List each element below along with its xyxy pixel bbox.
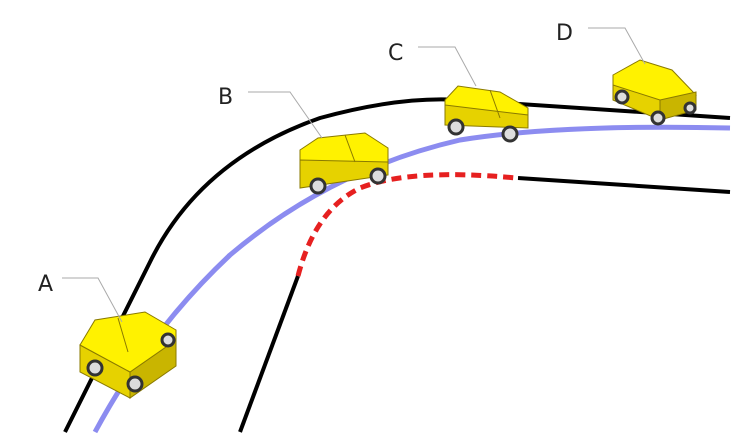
lane-divider-dashed: [295, 172, 517, 277]
leader-b: [248, 91, 323, 139]
car-c: [444, 85, 529, 143]
leader-a: [62, 277, 123, 323]
label-b: B: [218, 85, 233, 110]
outer-road-edge: [63, 97, 731, 433]
car-b: [299, 132, 389, 195]
car-d: [612, 59, 697, 126]
label-c: C: [388, 41, 403, 66]
vehicle-path: [92, 124, 731, 434]
leader-c: [418, 46, 477, 87]
car-a: [79, 311, 177, 399]
label-a: A: [38, 272, 53, 297]
inner-road-edge-lower: [238, 275, 300, 433]
label-d: D: [556, 21, 573, 46]
leader-d: [588, 27, 646, 65]
inner-road-edge-upper: [517, 176, 731, 194]
